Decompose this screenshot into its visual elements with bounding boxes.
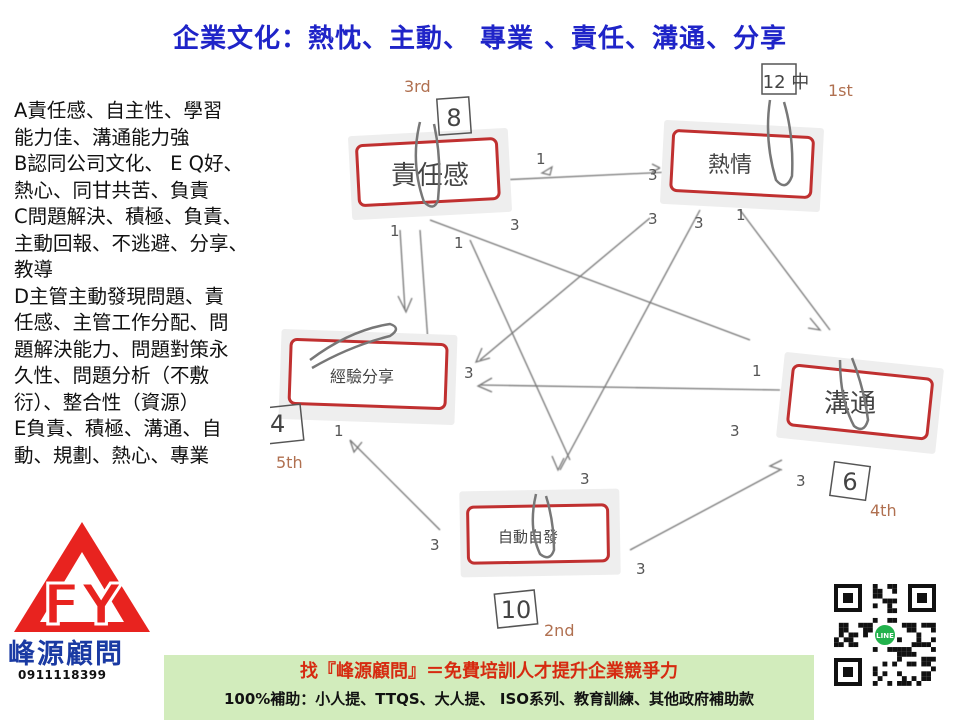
criteria-line: 教導 (14, 258, 54, 281)
edge-label: 1 (536, 150, 546, 168)
criteria-line: C問題解決、積極、負責、 (14, 205, 243, 228)
edge-label: 3 (648, 166, 658, 184)
edge-label: 1 (752, 362, 762, 380)
rank-label: 4th (870, 501, 897, 520)
criteria-line: 題解決能力、問題對策永 (14, 337, 229, 361)
footer-banner (164, 655, 814, 720)
rank-label: 1st (828, 81, 853, 100)
card-experience: 經驗分享 (278, 322, 458, 425)
edge-label: 1 (454, 234, 464, 252)
arrows (349, 163, 831, 551)
company-name: 峰源顧問 (8, 639, 124, 670)
criteria-line: 衍）、整合性（資源） (14, 390, 200, 414)
card-label: 經驗分享 (330, 367, 394, 386)
edge-label: 3 (796, 472, 806, 490)
edge-label: 3 (694, 214, 704, 232)
criteria-line: E負責、積極、溝通、自 (14, 417, 222, 440)
card-communication: 溝通 (776, 352, 944, 454)
edge-label: 3 (510, 216, 520, 234)
culture-criteria-list: A責任感、自主性、學習能力佳、溝通能力強 B認同公司文化、 E Q好、熱心、同甘共… (14, 98, 296, 469)
slide-title: 企業文化：熱忱、主動、 專業 、責任、溝通、分享 (172, 24, 788, 54)
criteria-line: A責任感、自主性、學習 (14, 99, 223, 122)
edge-label: 3 (430, 536, 440, 554)
phone-number: 0911118399 (18, 668, 107, 682)
rank-label: 3rd (404, 77, 431, 96)
score: 12 中 (763, 72, 810, 93)
rank-label: 5th (276, 453, 303, 472)
score: 10 (501, 596, 532, 624)
criteria-line: 能力佳、溝通能力強 (14, 125, 190, 149)
ranks: 3rd 1st 5th 4th 2nd (276, 77, 897, 640)
edge-label: 3 (636, 560, 646, 578)
edge-label: 3 (464, 364, 474, 382)
score: 4 (270, 410, 285, 438)
criteria-line: 動、規劃、熱心、專業 (14, 443, 210, 467)
score: 6 (842, 468, 857, 496)
criteria-line: 久性、問題分析（不敷 (14, 364, 210, 387)
criteria-line: B認同公司文化、 E Q好、 (14, 152, 243, 175)
card-label: 熱情 (708, 153, 752, 178)
line-icon (873, 623, 897, 647)
card-label: 責任感 (391, 161, 469, 191)
edge-label: 1 (334, 422, 344, 440)
criteria-line: D主管主動發現問題、責 (14, 284, 225, 308)
diagram-photo: 責任感 熱情 經驗分享 溝通 自動自發 8 12 中 4 6 10 (270, 63, 944, 640)
edge-label: 3 (648, 210, 658, 228)
edge-label: 3 (580, 470, 590, 488)
company-logo: FY (14, 522, 150, 640)
rank-label: 2nd (544, 621, 574, 640)
card-label: 自動自發 (498, 528, 558, 546)
line-qr-code[interactable]: LINE (832, 582, 938, 688)
footer-subsidy: 100%補助：小人提、TTQS、大人提、 ISO系列、教育訓練、其他政府補助款 (223, 690, 755, 708)
logo-letters: FY (43, 573, 123, 638)
scores: 8 12 中 4 6 10 (270, 63, 872, 629)
criteria-line: 任感、主管工作分配、問 (14, 311, 229, 334)
card-responsibility: 責任感 (348, 121, 512, 220)
card-passion: 熱情 (660, 99, 824, 212)
edge-labels: 1 3 1 3 1 3 1 3 1 3 3 1 3 3 3 3 (334, 150, 806, 578)
criteria-line: 熱心、同甘共苦、負責 (14, 178, 210, 202)
criteria-line: 主動回報、不逃避、分享、 (14, 231, 249, 255)
edge-label: 1 (736, 206, 746, 224)
score: 8 (446, 104, 461, 132)
card-initiative: 自動自發 (459, 488, 621, 578)
line-badge-text: LINE (876, 632, 894, 640)
edge-label: 3 (730, 422, 740, 440)
edge-label: 1 (390, 222, 400, 240)
footer-slogan: 找『峰源顧問』＝免費培訓人才提升企業競爭力 (300, 661, 678, 682)
